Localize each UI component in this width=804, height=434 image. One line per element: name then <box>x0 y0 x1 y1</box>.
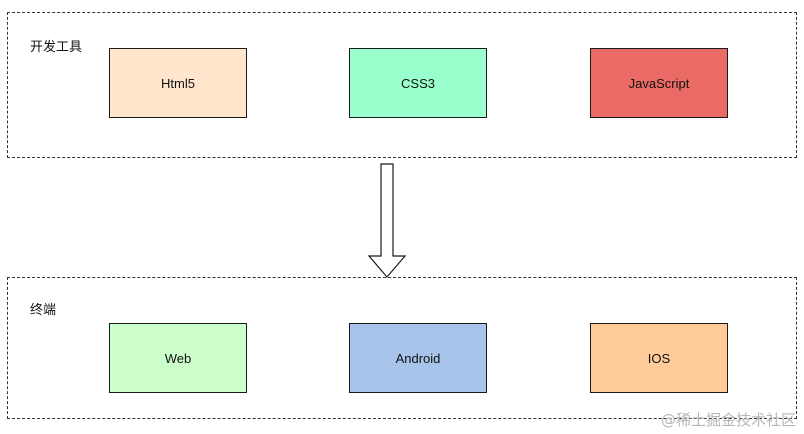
node-javascript[interactable]: JavaScript <box>590 48 728 118</box>
down-arrow-connector <box>367 163 407 278</box>
group-label-dev-tools: 开发工具 <box>30 40 83 55</box>
arrow-shape <box>367 163 407 278</box>
watermark: @稀土掘金技术社区 <box>660 411 796 429</box>
node-android[interactable]: Android <box>349 323 487 393</box>
group-terminals <box>7 277 797 419</box>
node-html5[interactable]: Html5 <box>109 48 247 118</box>
node-web[interactable]: Web <box>109 323 247 393</box>
group-dev-tools <box>7 12 797 158</box>
node-ios[interactable]: IOS <box>590 323 728 393</box>
group-label-terminals: 终端 <box>30 303 57 318</box>
node-css3[interactable]: CSS3 <box>349 48 487 118</box>
